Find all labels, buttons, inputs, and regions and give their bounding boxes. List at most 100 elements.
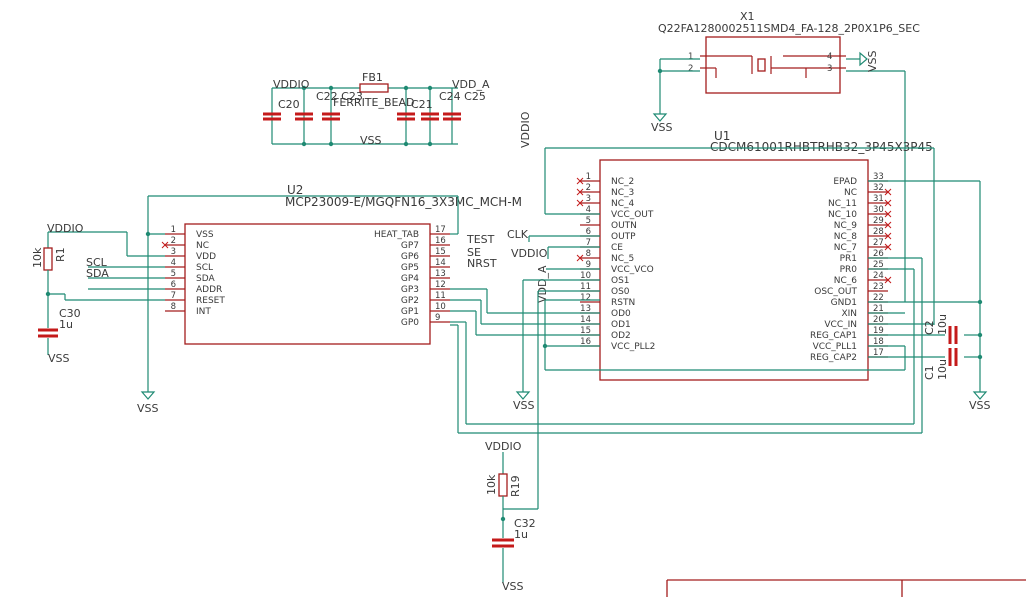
u1-pin-17-number: 17 — [873, 348, 884, 358]
c1-ref: C1 — [923, 365, 936, 380]
u1-wiring: VDDIO CLK VDDIO VDD_A VSS — [503, 111, 991, 510]
u2-pin-16-number: 16 — [435, 236, 446, 246]
r19-val: 10k — [485, 474, 498, 495]
u1-pin-12-name: RSTN — [611, 298, 635, 308]
u2-pin-6-name: ADDR — [196, 285, 222, 295]
vss-label-x1: VSS — [651, 121, 673, 134]
u2-pin-4-name: SCL — [196, 263, 213, 273]
u1-pin-7-number: 7 — [586, 238, 591, 248]
c2-val: 10u — [936, 314, 949, 335]
u2-right-pins: 17HEAT_TAB16GP715GP614GP513GP412GP311GP2… — [374, 225, 450, 328]
c32-val: 1u — [514, 528, 528, 541]
u2-pin-16-name: GP7 — [401, 241, 419, 251]
scl-net-label: SCL — [86, 256, 108, 269]
u1-pin-4-number: 4 — [586, 205, 591, 215]
c22-c23-ref: C22 C23 — [316, 90, 363, 103]
u2-pin-10-number: 10 — [435, 302, 446, 312]
u2-pin-7-number: 7 — [171, 291, 176, 301]
u2-pin-3-number: 3 — [171, 247, 176, 257]
u2-pin-5-number: 5 — [171, 269, 176, 279]
u1-pin-16-number: 16 — [580, 337, 591, 347]
u1-pin-16-name: VCC_PLL2 — [611, 342, 655, 352]
u1-pin-5-name: OUTN — [611, 221, 637, 231]
u1-pin-27-number: 27 — [873, 238, 884, 248]
ferrite-value: FERRITE_BEAD — [333, 96, 414, 109]
u2-pin-10-name: GP1 — [401, 307, 419, 317]
u1-pin-4-name: VCC_OUT — [611, 210, 654, 220]
u1-pin-2-number: 2 — [586, 183, 591, 193]
u1-pin-8-number: 8 — [586, 249, 591, 259]
u1-pin-25-name: PR0 — [840, 265, 858, 275]
u1-pin-10-name: OS1 — [611, 276, 630, 286]
u1-pin-7-name: CE — [611, 243, 623, 253]
u1-ref: U1 — [714, 129, 730, 143]
u1-pin-26-name: PR1 — [840, 254, 857, 264]
u1-pin-29-number: 29 — [873, 216, 884, 226]
ferrite-filter: VDDIO VDD_A FB1 FERRITE_BEAD C20 C22 C23… — [263, 71, 490, 147]
u1-pin-21-number: 21 — [873, 304, 884, 314]
u1-pin-26-number: 26 — [873, 249, 884, 259]
vss-label-right: VSS — [969, 399, 991, 412]
u1-pin-1-number: 1 — [586, 172, 591, 182]
c30-ref: C30 — [59, 307, 81, 320]
u1-right-pins: 33EPAD32NC31NC_1130NC_1029NC_928NC_827NC… — [810, 172, 892, 363]
u1-pin-25-number: 25 — [873, 260, 884, 270]
u1-pin-15-number: 15 — [580, 326, 591, 336]
vss-label-filter: VSS — [360, 134, 382, 147]
u1-pin-20-number: 20 — [873, 315, 884, 325]
u2-pin-4-number: 4 — [171, 258, 176, 268]
c24-c25-ref: C24 C25 — [439, 90, 486, 103]
u1-pin-18-name: VCC_PLL1 — [813, 342, 857, 352]
nrst-net-label: NRST — [467, 257, 497, 270]
r19-resistor — [498, 473, 508, 497]
u1-pin-5-number: 5 — [586, 216, 591, 226]
u1-pin-33-name: EPAD — [833, 177, 857, 187]
u1-pin-13-name: OD0 — [611, 309, 631, 319]
u2-pin-17-name: HEAT_TAB — [374, 230, 419, 240]
crystal-x1: X1 Q22FA1280002511SMD4_FA-128_2P0X1P6_SE… — [651, 10, 920, 302]
u1-pin-21-name: XIN — [841, 309, 857, 319]
u2-pin-7-name: RESET — [196, 296, 225, 306]
u1-pin-22-name: GND1 — [831, 298, 857, 308]
x1-pin-2: 2 — [688, 64, 693, 74]
u1-pin-31-number: 31 — [873, 194, 884, 204]
u1-pin-29-name: NC_9 — [834, 221, 858, 231]
c21-ref: C21 — [411, 98, 433, 111]
test-net-label: TEST — [466, 233, 495, 246]
vdd-a-label-vco: VDD_A — [536, 265, 549, 303]
u1-pin-17-name: REG_CAP2 — [810, 353, 857, 363]
u2-value: MCP23009-E/MGQFN16_3X3MC_MCH-M — [285, 195, 522, 209]
x1-ref: X1 — [740, 10, 755, 23]
c30-val: 1u — [59, 318, 73, 331]
u1-pin-3-name: NC_4 — [611, 199, 635, 209]
fb1-ref: FB1 — [362, 71, 383, 84]
u1-pin-24-name: NC_6 — [834, 276, 858, 286]
u2-pin-3-name: VDD — [196, 252, 216, 262]
u1-pin-18-number: 18 — [873, 337, 884, 347]
u2-pin-15-number: 15 — [435, 247, 446, 257]
u2-pin-1-number: 1 — [171, 225, 176, 235]
u2-pin-15-name: GP6 — [401, 252, 419, 262]
c20-ref: C20 — [278, 98, 300, 111]
u2-pin-1-name: VSS — [196, 230, 214, 240]
u1-pin-12-number: 12 — [580, 293, 591, 303]
c32-ref: C32 — [514, 517, 536, 530]
u2-pin-5-name: SDA — [196, 274, 215, 284]
u1-pin-13-number: 13 — [580, 304, 591, 314]
r1-resistor — [43, 247, 53, 271]
u2-pin-13-name: GP4 — [401, 274, 419, 284]
x1-pin-4: 4 — [827, 52, 832, 62]
u2-pin-9-name: GP0 — [401, 318, 419, 328]
u2-pin-2-number: 2 — [171, 236, 176, 246]
r19-c32-network: VDDIO 10k R19 C32 1u VSS — [485, 440, 536, 593]
vddio-label-u1: VDDIO — [519, 111, 532, 148]
x1-pin-3: 3 — [827, 64, 832, 74]
u1-pin-15-name: OD2 — [611, 331, 631, 341]
u1-value: CDCM61001RHBTRHB32_3P45X3P45 — [710, 140, 933, 154]
vdd-a-label-filter: VDD_A — [452, 78, 490, 91]
vddio-label-filter: VDDIO — [273, 78, 310, 91]
u1-pin-28-name: NC_8 — [834, 232, 858, 242]
